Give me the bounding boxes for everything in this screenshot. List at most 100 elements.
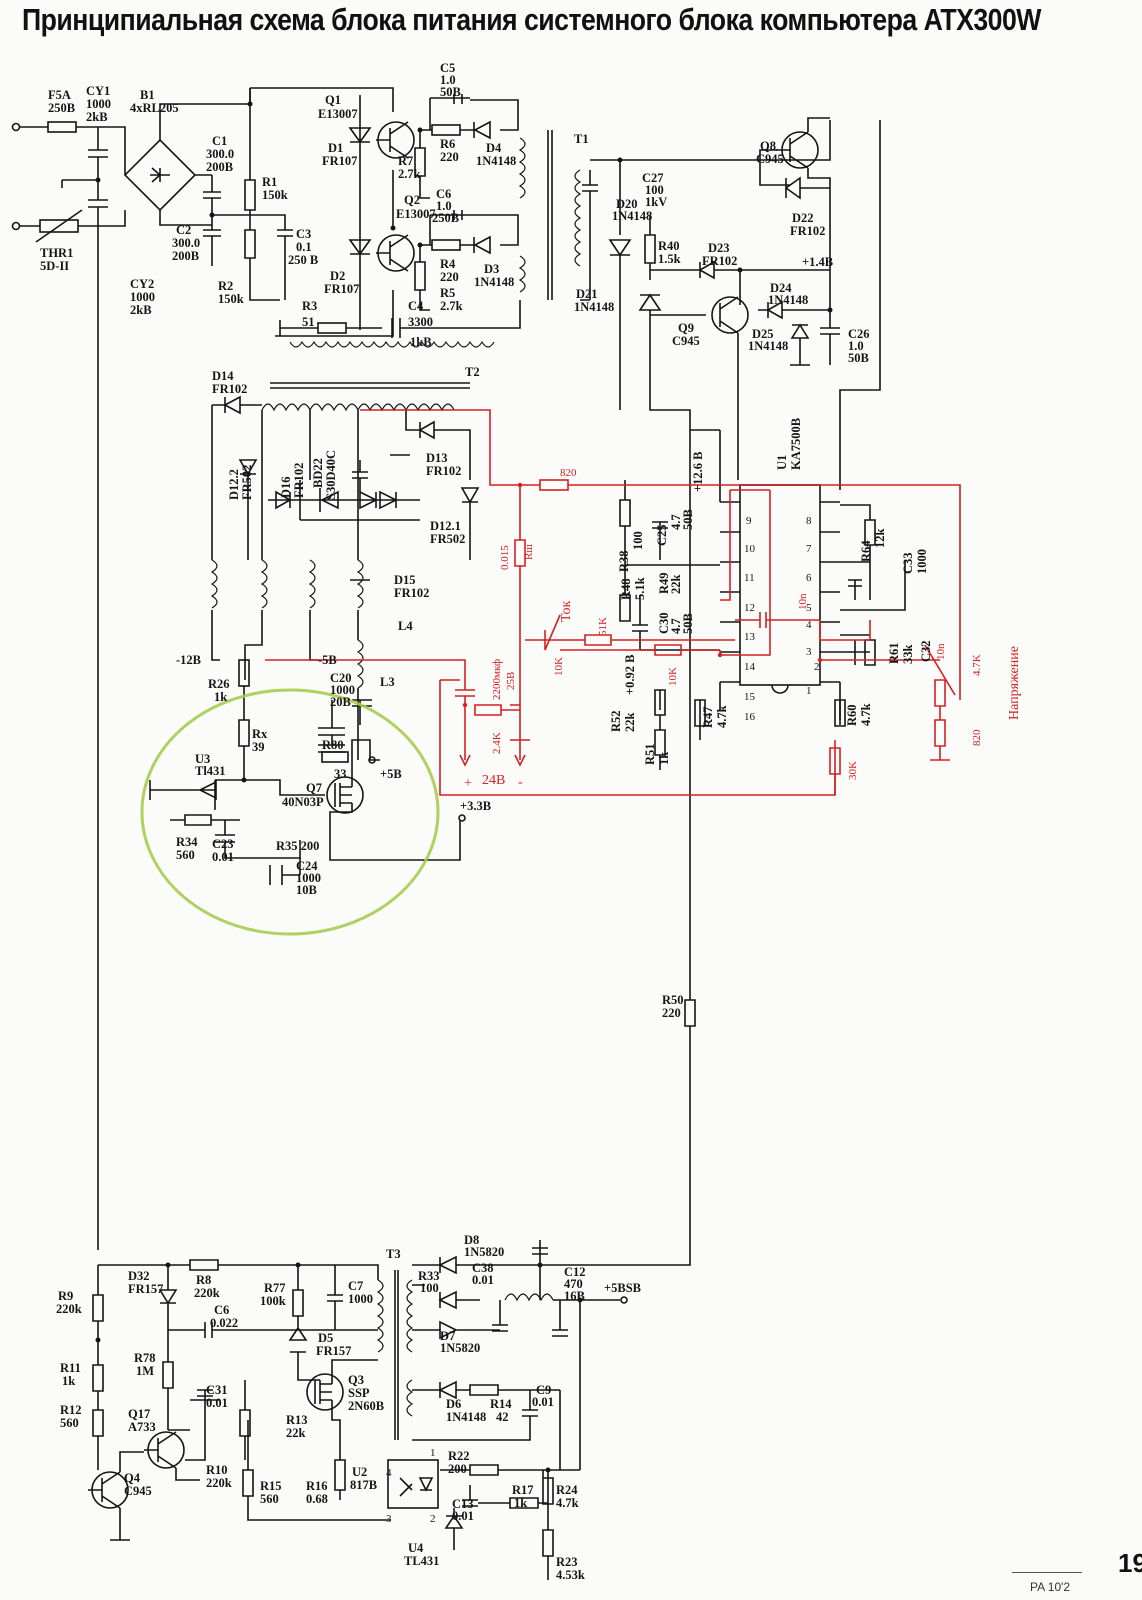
label-C38: C38	[472, 1261, 494, 1275]
label-R4-v: 220	[440, 270, 459, 284]
label-R8: R8	[196, 1273, 211, 1287]
red-modifications	[265, 409, 961, 796]
label-D20: D20	[616, 197, 638, 211]
label-R7-v: 2.7k	[398, 167, 421, 181]
pin-5: 5	[806, 602, 812, 614]
label-C30: C30	[657, 612, 671, 634]
label-R9: R9	[58, 1289, 73, 1303]
red-label-0015: 0.015	[499, 545, 511, 570]
red-label-10n-b: 10n	[935, 643, 947, 660]
label-Q3-v: SSP	[348, 1386, 370, 1400]
label-D22: D22	[792, 211, 814, 225]
label-B1: B1	[140, 88, 155, 102]
label-D21: D21	[576, 287, 598, 301]
label-CY2: CY2	[130, 277, 154, 291]
label-C4-vv: 1kB	[410, 335, 432, 349]
label-D13-v: FR102	[426, 464, 461, 478]
label-D15-v: FR102	[394, 586, 429, 600]
label-C6b: C6	[214, 1303, 229, 1317]
label-R13: R13	[286, 1413, 308, 1427]
label-R48-v: 5.1k	[633, 577, 647, 600]
label-D25-v: 1N4148	[748, 339, 788, 353]
label-BD22: BD22	[311, 458, 325, 488]
label-R10: R10	[206, 1463, 228, 1477]
label-D7: D7	[440, 1329, 455, 1343]
pin-16: 16	[744, 711, 756, 723]
label-C6-vv: 250B	[432, 211, 459, 225]
pin-13: 13	[744, 631, 756, 643]
label-m12: -12B	[176, 653, 201, 667]
label-R10-v: 220k	[206, 1476, 232, 1490]
label-C20: C20	[330, 671, 352, 685]
label-R33: R33	[418, 1269, 440, 1283]
pin-2: 2	[814, 661, 820, 673]
label-R22: R22	[448, 1449, 470, 1463]
label-D12-2-v: FR502	[240, 465, 254, 500]
label-C5: C5	[440, 61, 455, 75]
label-C9: C9	[536, 1383, 551, 1397]
label-CY1: CY1	[86, 84, 110, 98]
label-R78: R78	[134, 1351, 156, 1365]
red-label-25v: 25В	[505, 672, 517, 690]
label-R6: R6	[440, 137, 455, 151]
label-R34: R34	[176, 835, 198, 849]
u2-pin-1: 1	[430, 1447, 436, 1459]
pin-11: 11	[744, 572, 755, 584]
label-V126: +12.6 B	[691, 452, 705, 492]
pin-8: 8	[806, 515, 812, 527]
label-C1: C1	[212, 134, 227, 148]
label-R50: R50	[662, 993, 684, 1007]
ic-pin-numbers: 9 10 11 12 13 14 15 16 8 7 6 5 4 3 2 1 4…	[386, 515, 820, 1525]
label-Q7: Q7	[306, 781, 322, 795]
label-R9-v: 220k	[56, 1302, 82, 1316]
label-D24: D24	[770, 281, 792, 295]
label-R3-v: 51	[302, 315, 315, 329]
pin-1: 1	[806, 685, 812, 697]
label-C12-v: 470	[564, 1277, 583, 1291]
label-C13-v: 0.01	[452, 1509, 474, 1523]
label-R38-v: 100	[631, 531, 645, 550]
label-C1-v: 300.0	[206, 147, 234, 161]
label-C31-v: 0.01	[206, 1396, 228, 1410]
red-label-24k: 2.4K	[491, 732, 503, 754]
label-C1-vv: 200B	[206, 160, 233, 174]
label-R35: R35 200	[276, 839, 319, 853]
red-label-plus: +	[464, 776, 472, 791]
label-R47: R47	[701, 706, 715, 728]
label-R11: R11	[60, 1361, 81, 1375]
label-C3-v: 0.1	[296, 240, 312, 254]
label-C4-v: 3300	[408, 315, 433, 329]
pin-12: 12	[744, 602, 755, 614]
label-R40-v: 1.5k	[658, 252, 681, 266]
label-CY2-v: 1000	[130, 290, 155, 304]
label-C4: C4	[408, 299, 424, 313]
label-C24: C24	[296, 859, 318, 873]
label-R8-v: 220k	[194, 1286, 220, 1300]
label-R64-v: 12k	[873, 529, 887, 549]
label-R13-v: 22k	[286, 1426, 306, 1440]
label-Q8-v: C945	[756, 152, 784, 166]
label-D24-v: 1N4148	[768, 293, 808, 307]
label-D6: D6	[446, 1397, 461, 1411]
u2-pin-4: 4	[386, 1467, 392, 1479]
label-C7: C7	[348, 1279, 363, 1293]
label-T3: T3	[386, 1247, 401, 1261]
label-C20-v: 1000	[330, 683, 355, 697]
label-R11-v: 1k	[62, 1374, 75, 1388]
label-D23: D23	[708, 241, 730, 255]
label-U4-v: TL431	[404, 1554, 439, 1568]
label-R24-v: 4.7k	[556, 1496, 579, 1510]
label-R15: R15	[260, 1479, 282, 1493]
label-CY1-v: 1000	[86, 97, 111, 111]
label-C5-v: 1.0	[440, 73, 456, 87]
label-C5-vv: 50B	[440, 85, 461, 99]
label-D21-v: 1N4148	[574, 300, 614, 314]
label-R80-v: 33	[334, 767, 347, 781]
page-title: Принципиальная схема блока питания систе…	[22, 2, 1041, 37]
label-R38: R38	[617, 550, 631, 572]
label-R48: R48	[619, 578, 633, 600]
label-R80: R80	[322, 738, 344, 752]
label-R17-v: 1k	[514, 1496, 527, 1510]
label-U2-v: 817B	[350, 1478, 377, 1492]
